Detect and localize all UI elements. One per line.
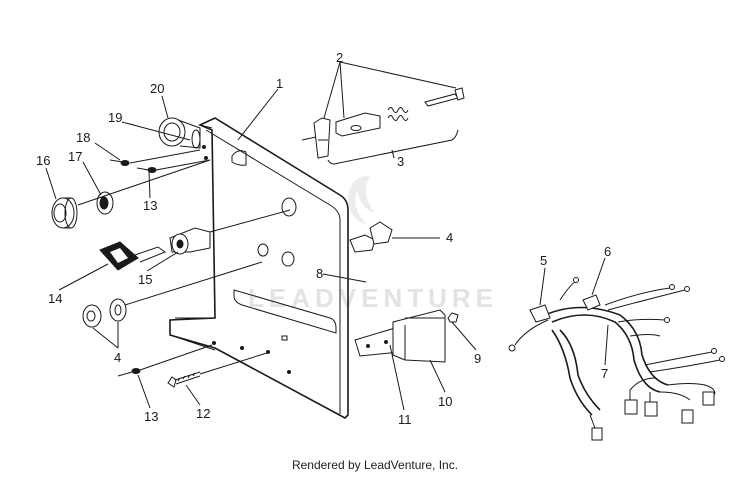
dash-panel (169, 117, 349, 419)
wire-terminals (109, 149, 211, 173)
part-labels: 1 2 3 4 4 5 6 7 8 9 10 11 12 13 13 14 15… (36, 50, 611, 427)
part-label-20: 20 (150, 81, 164, 96)
part-label-4b: 4 (114, 350, 121, 365)
part-label-10: 10 (438, 394, 452, 409)
part-label-14: 14 (48, 291, 62, 306)
part-label-7: 7 (601, 366, 608, 381)
part-label-2: 2 (336, 50, 343, 65)
part-label-15: 15 (138, 272, 152, 287)
ignition-switch (99, 209, 291, 271)
mount-bracket (354, 309, 459, 363)
part-label-5: 5 (540, 253, 547, 268)
part-label-13b: 13 (144, 409, 158, 424)
part-label-3: 3 (397, 154, 404, 169)
lower-nut-washer (82, 261, 263, 328)
part-label-9: 9 (474, 351, 481, 366)
watermark-text: LEADVENTURE (248, 283, 498, 313)
part-label-11: 11 (398, 412, 412, 427)
switch-assembly (301, 61, 465, 165)
part-label-13a: 13 (143, 198, 157, 213)
watermark: LEADVENTURE (248, 175, 498, 313)
part-label-18: 18 (76, 130, 90, 145)
part-label-4a: 4 (446, 230, 453, 245)
wiring-harness (508, 277, 725, 441)
screw-terminal (117, 344, 271, 388)
toggle-switch (349, 221, 440, 253)
leader-lines (45, 88, 609, 411)
part-label-12: 12 (196, 406, 210, 421)
part-label-1: 1 (276, 76, 283, 91)
part-label-8: 8 (316, 266, 323, 281)
part-label-19: 19 (108, 110, 122, 125)
footer-credit: Rendered by LeadVenture, Inc. (291, 458, 459, 472)
nut-washer (51, 159, 211, 229)
part-label-17: 17 (68, 149, 82, 164)
part-label-16: 16 (36, 153, 50, 168)
part-label-6: 6 (604, 244, 611, 259)
